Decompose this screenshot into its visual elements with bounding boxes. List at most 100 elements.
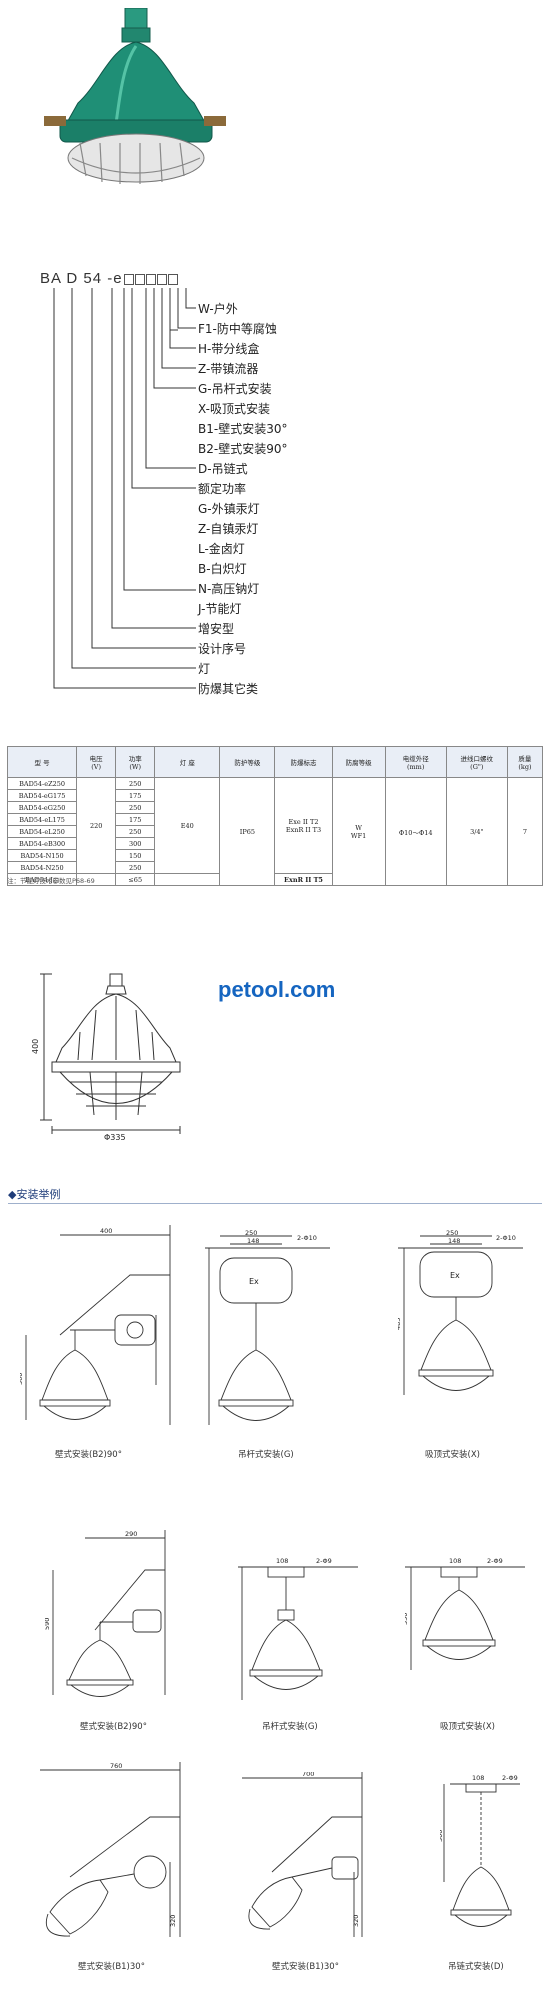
install-caption: 吊链式安装(D) <box>448 1962 504 1972</box>
legend-item: B2-壁式安装90° <box>198 442 288 456</box>
install-caption: 壁式安装(B2)90° <box>55 1450 122 1460</box>
dim: 2-Φ10 <box>496 1234 516 1242</box>
install-caption: 吊杆式安装(G) <box>238 1450 294 1460</box>
code-prefix: BA <box>40 270 62 287</box>
section-title: ◆安装举例 <box>8 1188 61 1201</box>
install-drawing-wall-b1-30: 760 320 <box>40 1762 181 1937</box>
code-d: D <box>66 270 79 287</box>
ex-mark-1: Exe II T2 <box>288 817 319 826</box>
header-cell: 灯 座 <box>154 746 221 778</box>
model-cell: BAD54-eZ250 <box>6 777 78 790</box>
power-cell: ≤65 <box>115 873 156 886</box>
install-caption: 壁式安装(B1)30° <box>272 1962 339 1972</box>
lamp-photo <box>44 8 226 184</box>
code-box <box>145 273 156 285</box>
legend-item: B-白炽灯 <box>198 562 247 576</box>
install-drawing-wall-b1-30-2: 700 320 <box>242 1772 363 1937</box>
install-drawing-pendant-g-2: 108 2-Φ9 770 <box>238 1557 358 1700</box>
legend-item: L-金卤灯 <box>198 542 245 556</box>
power-cell: 175 <box>115 813 156 826</box>
code-box <box>134 273 145 285</box>
ex-mark-cell: Exe II T2 ExnR II T3 <box>274 777 333 874</box>
header-cell: 型 号 <box>6 746 78 778</box>
header-cell: 防爆标志 <box>274 746 333 778</box>
install-caption: 吸顶式安装(X) <box>425 1450 480 1460</box>
legend-item: 设计序号 <box>198 642 247 656</box>
install-drawing-pendant-g: 250 148 2-Φ10 Ex 885 <box>205 1230 330 1425</box>
header-cell: 防腐等级 <box>331 746 386 778</box>
anti-corrosion-cell: W WF1 <box>331 777 386 886</box>
install-drawing-chain-d: 108 2-Φ9 500 <box>440 1774 520 1927</box>
dim: 550 <box>405 1613 409 1625</box>
install-caption: 壁式安装(B1)30° <box>78 1962 145 1972</box>
dim: 485 <box>398 1318 402 1330</box>
brand-watermark: petool.com <box>218 977 336 1002</box>
table-header-row: 型 号 电压 (V) 功率 (W) 灯 座 防护等级 防爆标志 防腐等级 电缆外… <box>6 746 544 778</box>
dim: 108 <box>472 1774 484 1782</box>
model-cell: BAD54-N150 <box>6 849 78 862</box>
dim: 885 <box>205 1338 207 1350</box>
dim: Ex <box>450 1271 460 1280</box>
table-row: BAD54-eG250 250 <box>6 801 543 814</box>
install-caption: 吸顶式安装(X) <box>440 1722 495 1732</box>
dim: 250 <box>245 1230 257 1237</box>
power-cell: 250 <box>115 801 156 814</box>
power-cell: 250 <box>115 825 156 838</box>
legend-item: H-带分线盒 <box>198 342 260 356</box>
code-box <box>123 273 134 285</box>
legend-item: 额定功率 <box>198 482 247 496</box>
table-row: BAD54-eZ250 220 250 E40 IP65 Exe II T2 E… <box>6 777 544 886</box>
table-row: BAD54-J□ ≤65 ExnR II T5 <box>6 873 543 886</box>
header-cell: 进线口螺纹 (G") <box>445 746 508 778</box>
section-divider <box>8 1203 542 1204</box>
legend-item: G-吊杆式安装 <box>198 382 272 396</box>
legend-item: D-吊链式 <box>198 462 248 476</box>
header-cell: 防护等级 <box>219 746 276 778</box>
socket-cell-empty <box>154 873 221 886</box>
thread-cell: 3/4" <box>445 777 508 886</box>
spec-table: 型 号 电压 (V) 功率 (W) 灯 座 防护等级 防爆标志 防腐等级 电缆外… <box>6 746 544 886</box>
dim-height: 400 <box>31 1039 40 1054</box>
install-caption: 吊杆式安装(G) <box>262 1722 318 1732</box>
header-cell: 质量 (kg) <box>506 746 544 778</box>
anti-corrosion-1: W <box>355 823 362 832</box>
legend-item: Z-带镇流器 <box>198 362 259 376</box>
lamp-dimension-drawing: 400 Φ335 <box>31 973 181 1142</box>
dim: 2-Φ9 <box>487 1557 503 1565</box>
model-cell: BAD54-eG250 <box>6 801 78 814</box>
legend-item: B1-壁式安装30° <box>198 422 288 436</box>
dim: 2-Φ9 <box>316 1557 332 1565</box>
dim-width: Φ335 <box>104 1133 126 1142</box>
legend-item: X-吸顶式安装 <box>198 402 270 416</box>
dim: 700 <box>302 1772 314 1778</box>
dim: 108 <box>276 1557 288 1565</box>
dim: 320 <box>169 1915 177 1927</box>
power-cell: 250 <box>115 777 156 790</box>
legend-item: F1-防中等腐蚀 <box>198 322 277 336</box>
dim: 148 <box>247 1237 259 1245</box>
code-box <box>156 273 167 285</box>
cable-cell: Φ10～Φ14 <box>384 777 447 886</box>
dim: 2-Φ10 <box>297 1234 317 1242</box>
legend-item: Z-自镇汞灯 <box>198 522 259 536</box>
power-cell: 250 <box>115 861 156 874</box>
table-note: 注：节能灯技术参数见P68-69 <box>7 877 95 885</box>
code-box <box>167 273 178 285</box>
legend-item: 增安型 <box>198 622 235 636</box>
ip-cell: IP65 <box>219 777 276 886</box>
legend-item: G-外镇汞灯 <box>198 502 260 516</box>
header-cell: 电缆外径 (mm) <box>384 746 447 778</box>
dim: Ex <box>249 1277 259 1286</box>
install-drawing-ceiling-x: 250 148 2-Φ10 Ex 485 <box>398 1230 523 1395</box>
dim: 500 <box>440 1830 444 1842</box>
anti-corrosion-2: WF1 <box>350 831 367 840</box>
dim: 590 <box>45 1618 51 1630</box>
install-drawing-wall-b2-90: 400 560 <box>20 1225 171 1425</box>
legend-lines <box>53 288 196 689</box>
install-caption: 壁式安装(B2)90° <box>80 1722 147 1732</box>
dim: 560 <box>20 1373 24 1385</box>
dim: 400 <box>100 1227 112 1235</box>
dim: 250 <box>446 1230 458 1237</box>
